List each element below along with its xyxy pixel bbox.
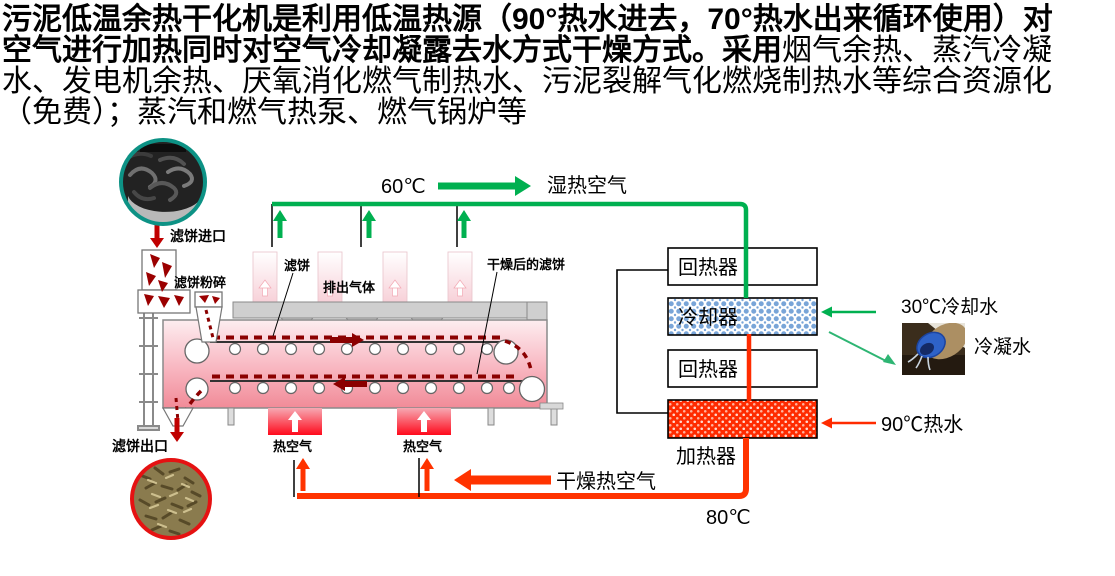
cake-inlet-arrow-icon: [150, 224, 164, 248]
title-line-1: 污泥低温余热干化机是利用低温热源（90°热水进去，70°热水出来循环使用）对: [2, 4, 1114, 35]
heat-exchanger-column: 回热器 冷却器 回热器 加热器: [667, 247, 818, 468]
hot-air-circuit: 干燥热空气 80℃ 90℃热水: [293, 334, 963, 529]
heater-box: [667, 399, 818, 439]
hot-air-label-1: 热空气: [273, 439, 312, 454]
exhaust-stacks: [252, 251, 473, 305]
condensate-arrow-icon: [828, 331, 896, 365]
exhaust-gas-label: 排出气体: [323, 280, 376, 295]
hot-air-label-2: 热空气: [403, 439, 442, 454]
moist-air-pipe: [272, 201, 749, 298]
recuperator-top-box: [667, 247, 818, 286]
recuperator-top-label: 回热器: [678, 256, 738, 279]
title-line-3-normal: 水、发电机余热、厌氧消化燃气制热水、污泥裂解气化燃烧制热水等综合资源化: [2, 65, 1052, 98]
cooler-label: 冷却器: [678, 306, 738, 329]
recuperator-bottom-box: [667, 349, 818, 388]
cake-inlet-label: 滤饼进口: [170, 228, 226, 244]
dried-pellets-photo: [130, 458, 212, 540]
hot-air-ducts: [227, 402, 564, 435]
cooling-water-group: 30℃冷却水 冷凝水: [821, 296, 1031, 375]
conveyor-belt-upper: [184, 333, 533, 371]
feed-section: [137, 249, 223, 427]
belt1-direction-arrow-icon: [330, 333, 364, 347]
dry-hot-air-label: 干燥热空气: [556, 470, 656, 493]
wet-sludge-photo: [119, 138, 207, 226]
cooling-water-label: 30℃冷却水: [901, 296, 998, 318]
cake-fall-right: [504, 339, 533, 371]
cake-crusher-label: 滤饼粉碎: [174, 275, 226, 290]
title-block: 污泥低温余热干化机是利用低温热源（90°热水进去，70°热水出来循环使用）对 空…: [2, 4, 1114, 128]
title-line-4-normal: （免费）；蒸汽和燃气热泵、燃气锅炉等: [2, 96, 527, 129]
recuperator-bottom-label: 回热器: [678, 358, 738, 381]
title-line-2-normal: 烟气余热、蒸汽冷凝: [782, 34, 1052, 67]
title-line-2: 空气进行加热同时对空气冷却凝露去水方式干燥方式。采用烟气余热、蒸汽冷凝: [2, 35, 1114, 66]
orange-up-arrow-icons: [296, 458, 434, 491]
moist-air-temp: 60℃: [381, 176, 426, 198]
duct-up-arrow-icons: [288, 411, 431, 432]
dryer-body: [162, 319, 548, 409]
green-up-arrow-icons: [273, 210, 471, 238]
cooling-water-arrow-icon: [821, 306, 876, 318]
hot-water-arrow-icon: [821, 417, 876, 429]
cake-outlet-label: 滤饼出口: [112, 438, 168, 454]
title-line-3: 水、发电机余热、厌氧消化燃气制热水、污泥裂解气化燃烧制热水等综合资源化: [2, 66, 1114, 97]
cake-label: 滤饼: [284, 258, 310, 273]
moist-air-circuit: 60℃ 湿热空气: [271, 174, 749, 298]
conveyor-belt-lower: [179, 374, 546, 421]
cooler-box: [667, 297, 818, 336]
sludge-chunks: [144, 254, 220, 308]
orange-left-arrow-icon: [454, 469, 551, 491]
title-line-4: （免费）；蒸汽和燃气热泵、燃气锅炉等: [2, 97, 1114, 128]
belt2-direction-arrow-icon: [333, 377, 367, 391]
heater-label: 加热器: [676, 445, 736, 468]
machine-labels: 滤饼进口 滤饼粉碎 滤饼 排出气体 干燥后的滤饼 滤饼出口 热空气 热空气: [112, 228, 565, 454]
feed-stand: [137, 312, 160, 431]
hot-water-label: 90℃热水: [881, 413, 963, 436]
air-loop-pipe: [616, 269, 668, 414]
title-line-1-bold: 污泥低温余热干化机是利用低温热源（90°热水进去，70°热水出来循环使用）对: [2, 3, 1053, 36]
green-right-arrow-icon: [438, 176, 531, 196]
condensate-pipe-photo: [902, 323, 965, 375]
return-temp-label: 80℃: [706, 507, 751, 529]
cake-fall-left: [179, 389, 203, 421]
condensate-label: 冷凝水: [974, 336, 1031, 358]
dried-cake-label: 干燥后的滤饼: [487, 257, 565, 272]
moist-air-label: 湿热空气: [547, 174, 627, 197]
stack-up-arrow-icons: [258, 279, 467, 297]
dryer-machine: [137, 224, 564, 442]
title-line-2-bold: 空气进行加热同时对空气冷却凝露去水方式干燥方式。采用: [2, 34, 782, 67]
cake-outlet-arrow-icon: [170, 418, 184, 442]
dry-air-pipe: [297, 438, 749, 499]
